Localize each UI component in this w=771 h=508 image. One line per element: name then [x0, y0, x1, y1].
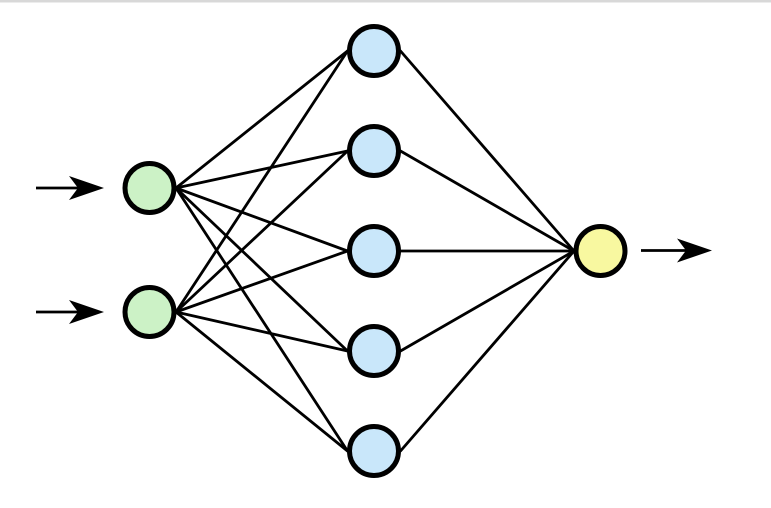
input-node [122, 285, 177, 339]
hidden-node [347, 124, 401, 178]
edge-line [174, 149, 349, 190]
edge-line [399, 249, 576, 353]
hidden-node [347, 324, 401, 378]
edge-line [399, 149, 576, 253]
edge-line [174, 186, 349, 353]
output-arrow-head [677, 238, 712, 263]
input-arrow-head [69, 176, 104, 200]
edge-line [399, 249, 576, 453]
edge-line [399, 49, 576, 253]
hidden-node [347, 424, 401, 478]
input-arrow-head [69, 300, 104, 324]
edge-line [174, 249, 349, 314]
hidden-node [347, 24, 401, 78]
input-node [122, 161, 177, 215]
edge-line [174, 310, 349, 353]
edge-line [174, 310, 349, 453]
edge-line [174, 49, 349, 314]
hidden-node [347, 224, 401, 278]
edge-line [174, 149, 349, 314]
edge-line [174, 49, 349, 190]
edge-line [174, 186, 349, 253]
output-node [573, 224, 628, 278]
window-top-border [0, 0, 771, 3]
edge-line [174, 186, 349, 453]
